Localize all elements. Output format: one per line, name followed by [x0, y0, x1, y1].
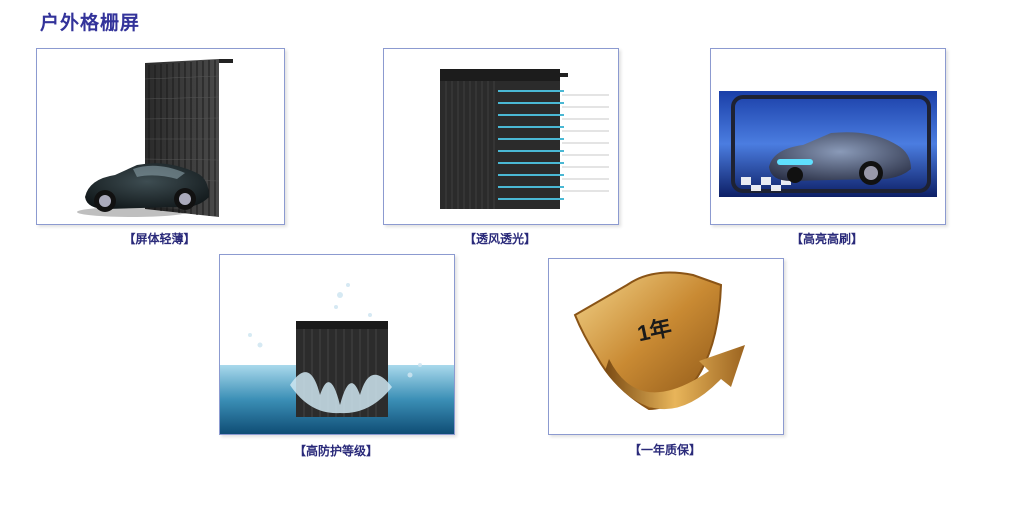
feature-card-wind	[383, 48, 619, 225]
feature-caption-brightness: 【高亮高刷】	[790, 232, 863, 246]
wind-through-grid-image	[440, 69, 609, 209]
feature-card-thin	[36, 48, 285, 225]
feature-caption-protection: 【高防护等级】	[293, 444, 378, 458]
feature-caption-thin: 【屏体轻薄】	[123, 232, 196, 246]
phone-car-display-image	[719, 91, 937, 197]
feature-card-protection	[219, 254, 455, 435]
warranty-shield-image	[573, 271, 745, 411]
feature-card-brightness	[710, 48, 946, 225]
feature-card-warranty: 1年	[548, 258, 784, 435]
page-title: 户外格栅屏	[40, 12, 141, 34]
feature-caption-wind: 【透风透光】	[463, 232, 536, 246]
water-splash-screen-image	[220, 255, 454, 434]
feature-caption-warranty: 【一年质保】	[628, 443, 701, 457]
thin-screen-with-car-image	[77, 59, 233, 217]
